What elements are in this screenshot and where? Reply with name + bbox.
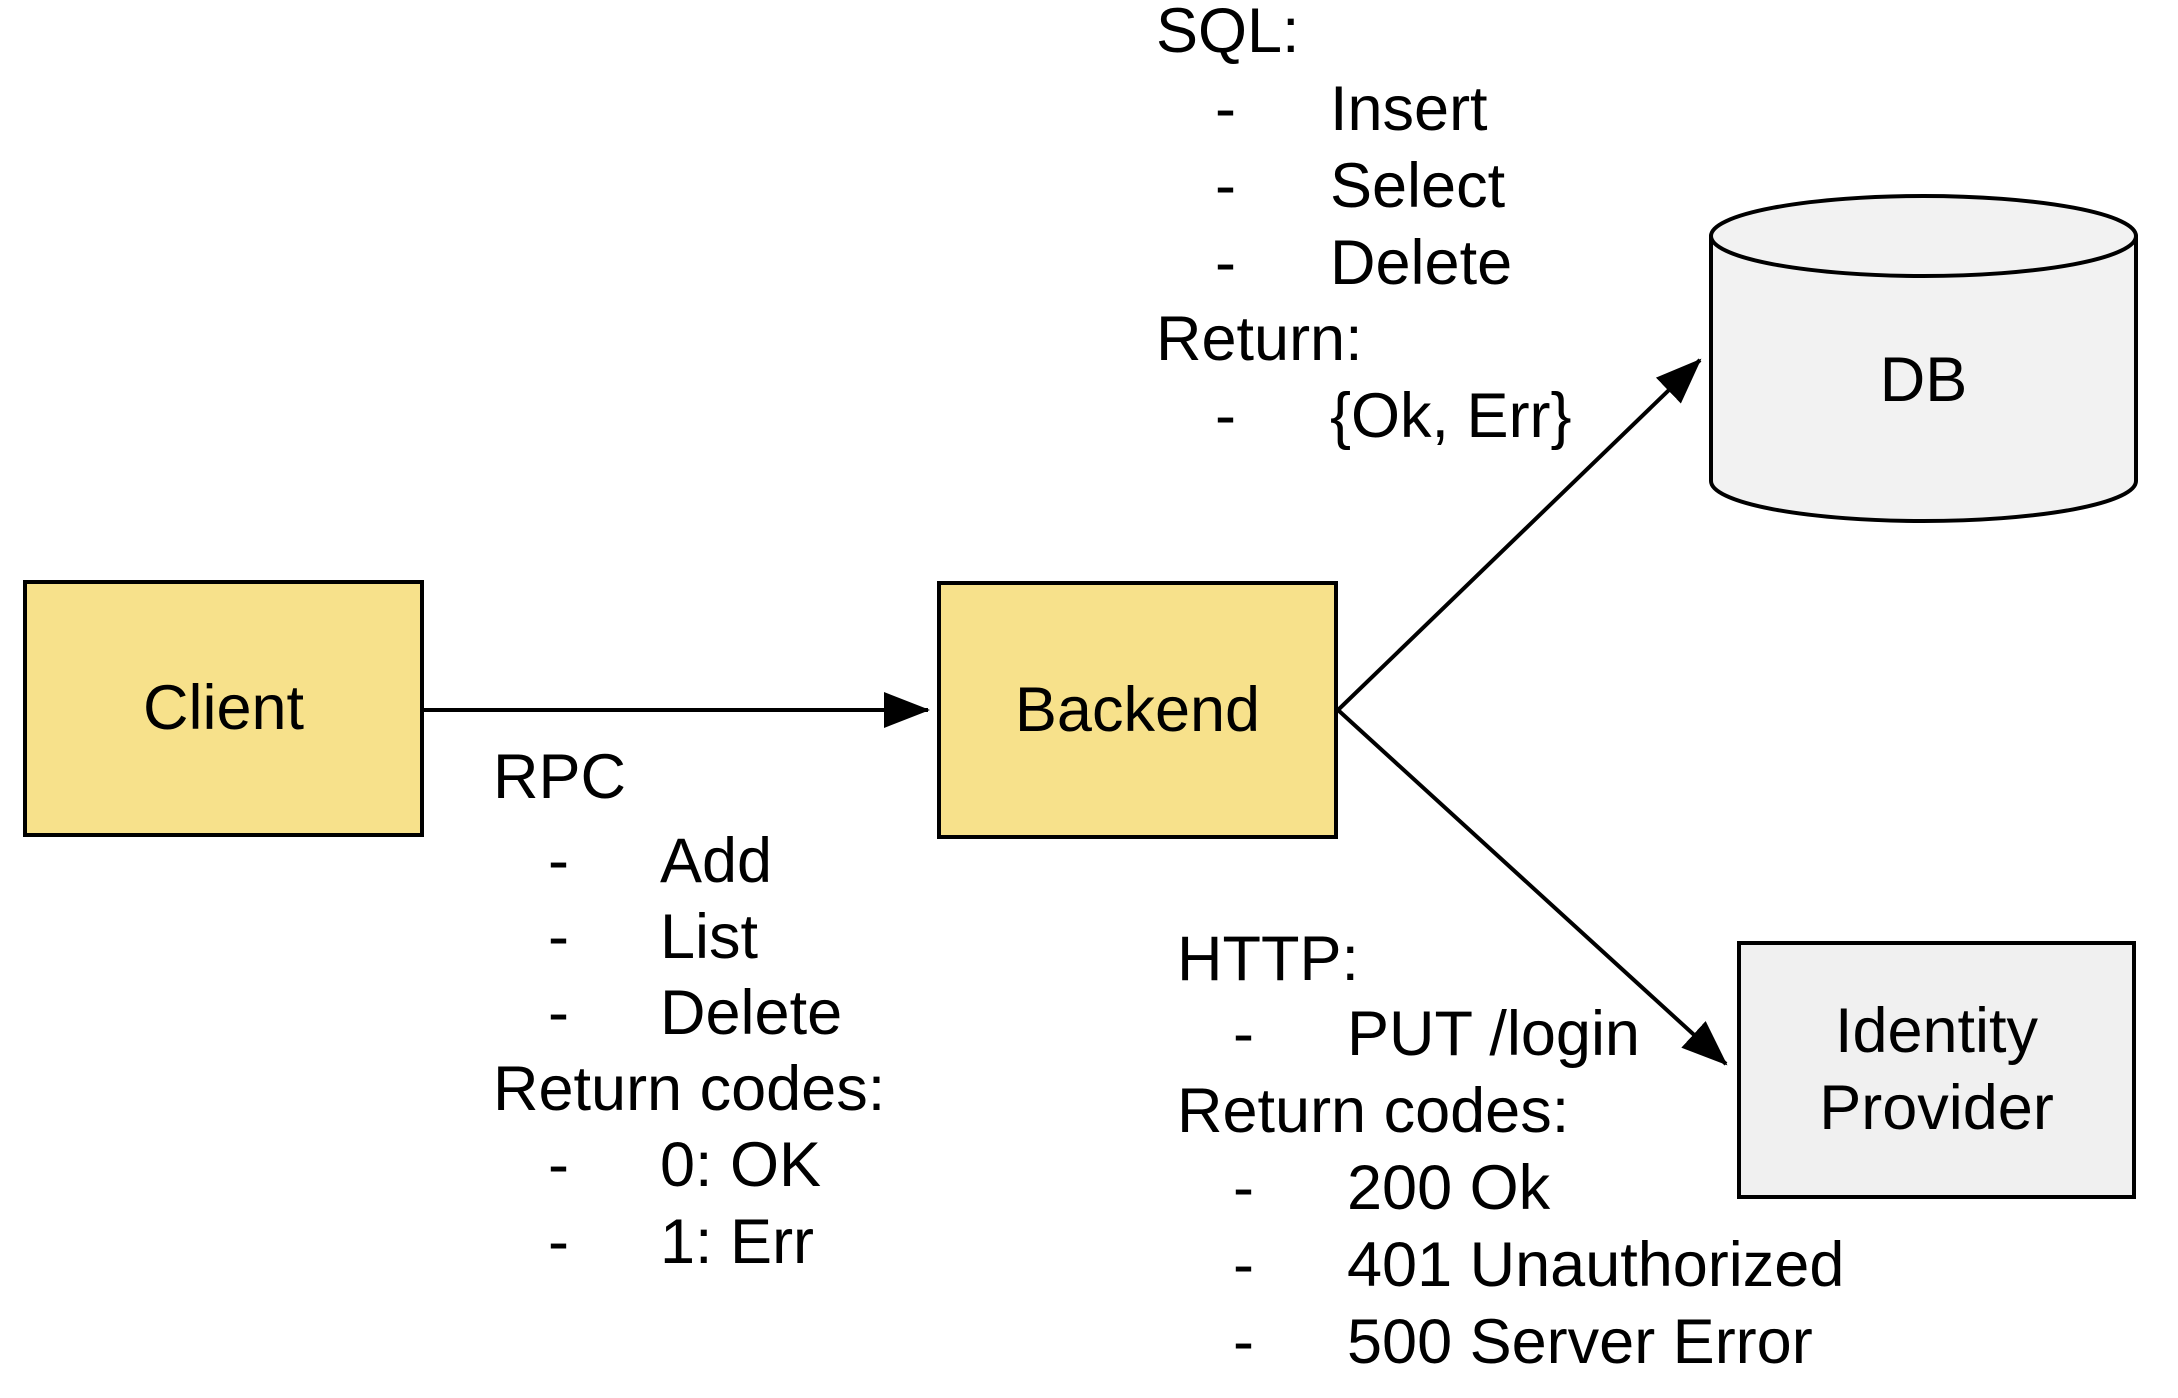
rpc-return-codes-label: Return codes:: [493, 1054, 886, 1124]
sql-item-text: Delete: [1330, 228, 1513, 298]
http-item-text: PUT /login: [1347, 999, 1640, 1069]
bullet-dash: -: [1233, 999, 1254, 1069]
sql-return-label: Return:: [1156, 304, 1363, 374]
identity-provider-label: Identity Provider: [1819, 996, 2054, 1143]
rpc-item-text: Delete: [660, 978, 843, 1048]
node-client: Client: [23, 580, 424, 837]
http-item-text: 500 Server Error: [1347, 1307, 1813, 1377]
sql-title: SQL:: [1156, 0, 1300, 66]
bullet-dash: -: [1215, 74, 1236, 144]
bullet-dash: -: [548, 1207, 569, 1277]
backend-label: Backend: [1014, 674, 1261, 745]
http-title: HTTP:: [1177, 924, 1359, 994]
bullet-dash: -: [548, 902, 569, 972]
node-backend: Backend: [937, 581, 1338, 839]
http-item: - 401 Unauthorized: [1233, 1227, 1844, 1304]
node-identity-provider: Identity Provider: [1737, 941, 2136, 1199]
http-item-text: 200 Ok: [1347, 1153, 1551, 1223]
sql-item: - Select: [1215, 148, 1505, 225]
rpc-item-text: 0: OK: [660, 1130, 822, 1200]
sql-item: - Delete: [1215, 225, 1512, 302]
bullet-dash: -: [1215, 151, 1236, 221]
sql-item-text: Insert: [1330, 74, 1488, 144]
sql-item-text: {Ok, Err}: [1330, 381, 1572, 451]
rpc-item: - List: [548, 899, 758, 976]
rpc-item: - Add: [548, 823, 772, 900]
rpc-item: - Delete: [548, 975, 842, 1052]
bullet-dash: -: [1233, 1307, 1254, 1377]
bullet-dash: -: [548, 1130, 569, 1200]
sql-item: - {Ok, Err}: [1215, 378, 1572, 455]
bullet-dash: -: [1215, 381, 1236, 451]
bullet-dash: -: [1233, 1230, 1254, 1300]
sql-item-text: Select: [1330, 151, 1506, 221]
http-item: - 500 Server Error: [1233, 1304, 1813, 1381]
bullet-dash: -: [1233, 1153, 1254, 1223]
rpc-item-text: List: [660, 902, 759, 972]
rpc-item-text: Add: [660, 826, 773, 896]
sql-item: - Insert: [1215, 71, 1488, 148]
http-item: - PUT /login: [1233, 996, 1640, 1073]
http-item: - 200 Ok: [1233, 1150, 1550, 1227]
rpc-title: RPC: [493, 742, 627, 812]
rpc-item-text: 1: Err: [660, 1207, 815, 1277]
http-return-codes-label: Return codes:: [1177, 1076, 1570, 1146]
bullet-dash: -: [548, 978, 569, 1048]
http-item-text: 401 Unauthorized: [1347, 1230, 1845, 1300]
bullet-dash: -: [548, 826, 569, 896]
rpc-item: - 1: Err: [548, 1204, 814, 1281]
client-label: Client: [142, 673, 305, 743]
db-label: DB: [1879, 345, 1968, 415]
bullet-dash: -: [1215, 228, 1236, 298]
rpc-item: - 0: OK: [548, 1127, 821, 1204]
